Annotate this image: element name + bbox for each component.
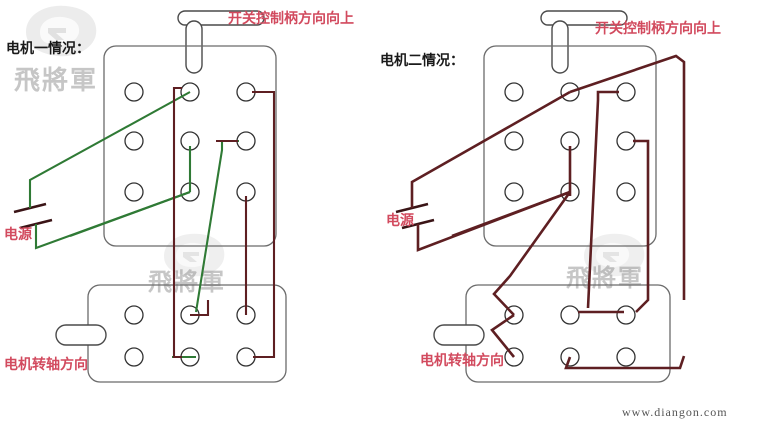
red-wires-right bbox=[410, 54, 686, 370]
motor-shaft-label-left: 电机转轴方向 bbox=[4, 357, 88, 373]
terminal[interactable] bbox=[616, 131, 636, 151]
terminal[interactable] bbox=[616, 347, 636, 367]
terminal[interactable] bbox=[124, 347, 144, 367]
switch-handle-right[interactable] bbox=[540, 10, 628, 74]
case-label-left: 电机一情况： bbox=[6, 41, 90, 57]
motor-box-left bbox=[87, 284, 287, 383]
watermark-text-mid-right: 飛將軍 bbox=[566, 263, 644, 292]
switch-handle-label-left: 开关控制柄方向向上 bbox=[228, 11, 354, 27]
terminal[interactable] bbox=[616, 305, 636, 325]
terminal[interactable] bbox=[504, 82, 524, 102]
terminal[interactable] bbox=[616, 182, 636, 202]
red-wires-left bbox=[172, 86, 276, 359]
watermark-logo-top-left bbox=[26, 5, 97, 57]
motor-shaft-tab-left bbox=[55, 324, 107, 346]
power-label-right: 电源 bbox=[386, 213, 414, 229]
green-wires-left bbox=[28, 91, 239, 359]
terminal[interactable] bbox=[560, 305, 580, 325]
terminal[interactable] bbox=[124, 182, 144, 202]
motor-shaft-label-right: 电机转轴方向 bbox=[420, 353, 504, 369]
switch-box-left bbox=[103, 45, 277, 247]
switch-handle-label-right: 开关控制柄方向向上 bbox=[595, 21, 721, 37]
terminal[interactable] bbox=[504, 131, 524, 151]
terminal[interactable] bbox=[616, 82, 636, 102]
terminal[interactable] bbox=[124, 82, 144, 102]
motor-shaft-tab-right bbox=[433, 324, 485, 346]
motor-terminals-left bbox=[124, 305, 256, 367]
terminal[interactable] bbox=[124, 305, 144, 325]
terminal[interactable] bbox=[236, 131, 256, 151]
power-label-left: 电源 bbox=[4, 227, 32, 243]
panel-right bbox=[395, 10, 686, 383]
source-url: www.diangon.com bbox=[622, 405, 728, 419]
terminal[interactable] bbox=[124, 131, 144, 151]
switch-handle-left[interactable] bbox=[177, 10, 265, 74]
terminal[interactable] bbox=[236, 347, 256, 367]
switch-box-right bbox=[483, 45, 657, 247]
power-symbol-left bbox=[13, 202, 53, 230]
watermark-logo-mid-left bbox=[164, 233, 225, 277]
case-label-right: 电机二情况： bbox=[380, 53, 464, 69]
panel-left bbox=[13, 10, 287, 383]
terminal[interactable] bbox=[504, 182, 524, 202]
watermark-text-mid-left: 飛將軍 bbox=[148, 267, 226, 296]
watermark-text-top-left: 飛將軍 bbox=[14, 66, 99, 96]
watermark-logo-mid-right bbox=[584, 233, 645, 277]
